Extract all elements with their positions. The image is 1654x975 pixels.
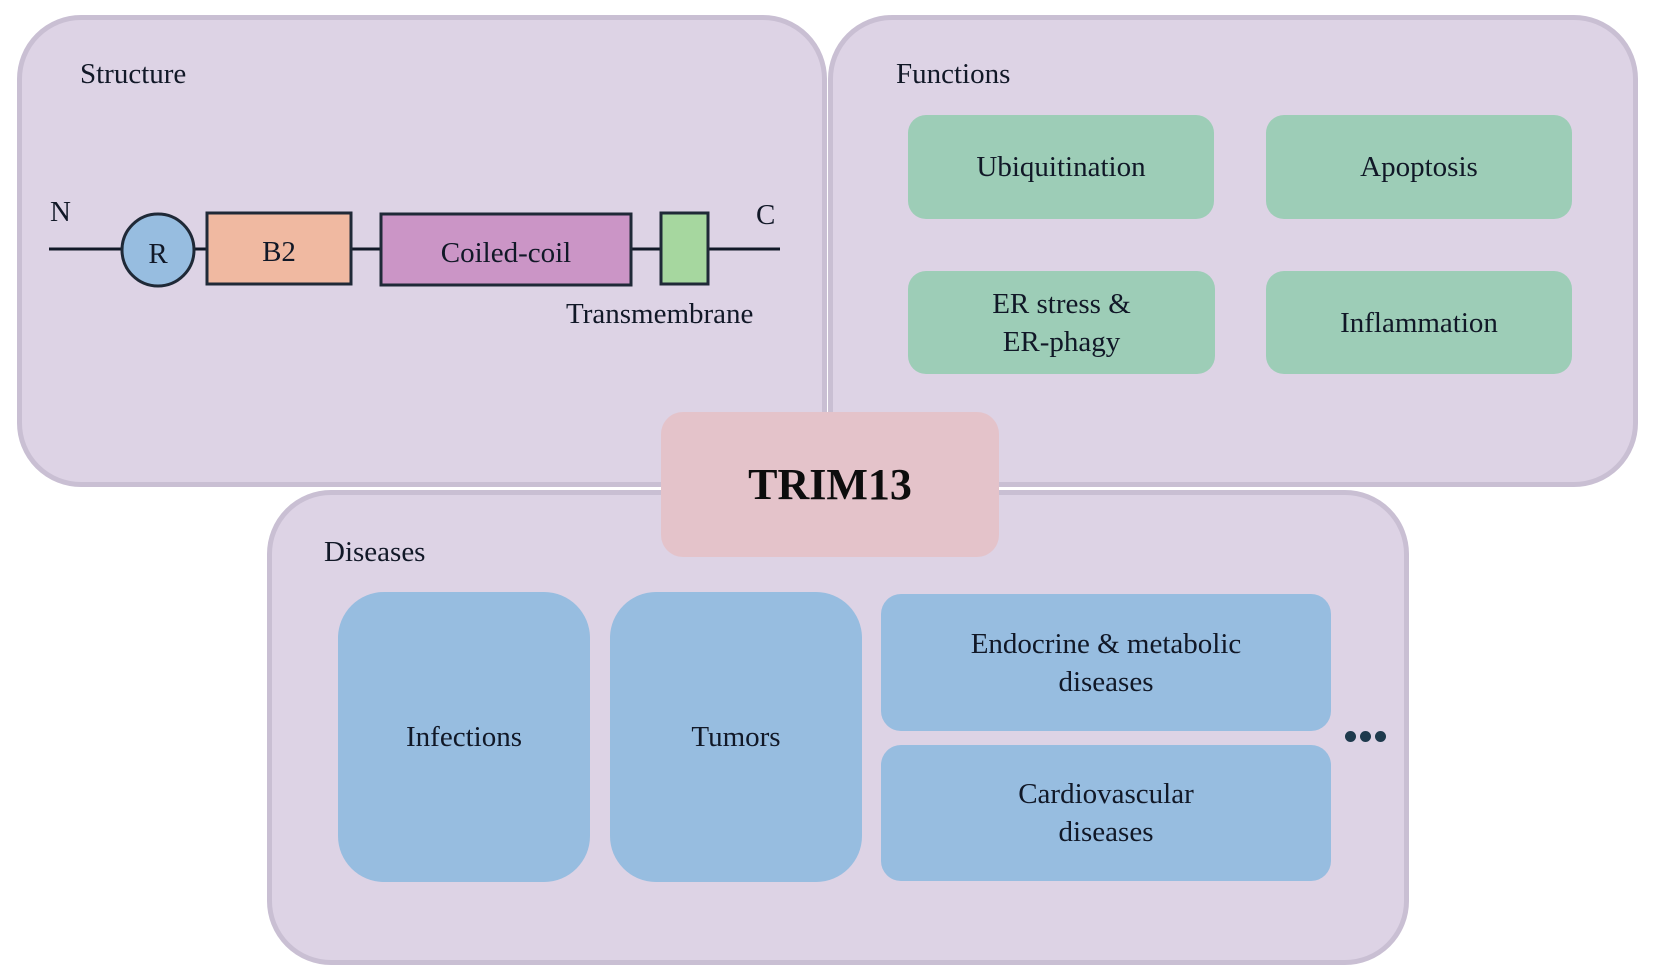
structure-title: Structure: [80, 58, 187, 90]
b-box2-domain-label: B2: [262, 236, 296, 268]
transmembrane-label: Transmembrane: [566, 298, 754, 330]
functions-title: Functions: [896, 58, 1011, 90]
disease-infections: Infections: [338, 592, 590, 882]
ring-domain: [120, 212, 196, 288]
ring-domain-label: R: [148, 238, 168, 270]
function-inflammation: Inflammation: [1266, 271, 1572, 374]
function-apoptosis: Apoptosis: [1266, 115, 1572, 219]
function-er-stress: ER stress & ER-phagy: [908, 271, 1215, 374]
trim13-center-label: TRIM13: [661, 412, 999, 557]
function-ubiquitination: Ubiquitination: [908, 115, 1214, 219]
n-terminus-label: N: [50, 196, 71, 228]
ellipsis-icon: [1345, 728, 1389, 744]
disease-tumors: Tumors: [610, 592, 862, 882]
transmembrane-domain: [659, 211, 710, 286]
functions-panel: [828, 15, 1638, 487]
c-terminus-label: C: [756, 199, 776, 231]
disease-cardiovascular: Cardiovascular diseases: [881, 745, 1331, 881]
coiled-coil-domain: [379, 212, 633, 287]
b-box2-domain: [205, 211, 353, 286]
diseases-title: Diseases: [324, 536, 426, 568]
protein-domain-diagram: [49, 211, 780, 288]
coiled-coil-domain-label: Coiled-coil: [440, 237, 572, 269]
disease-endocrine-metabolic: Endocrine & metabolic diseases: [881, 594, 1331, 731]
